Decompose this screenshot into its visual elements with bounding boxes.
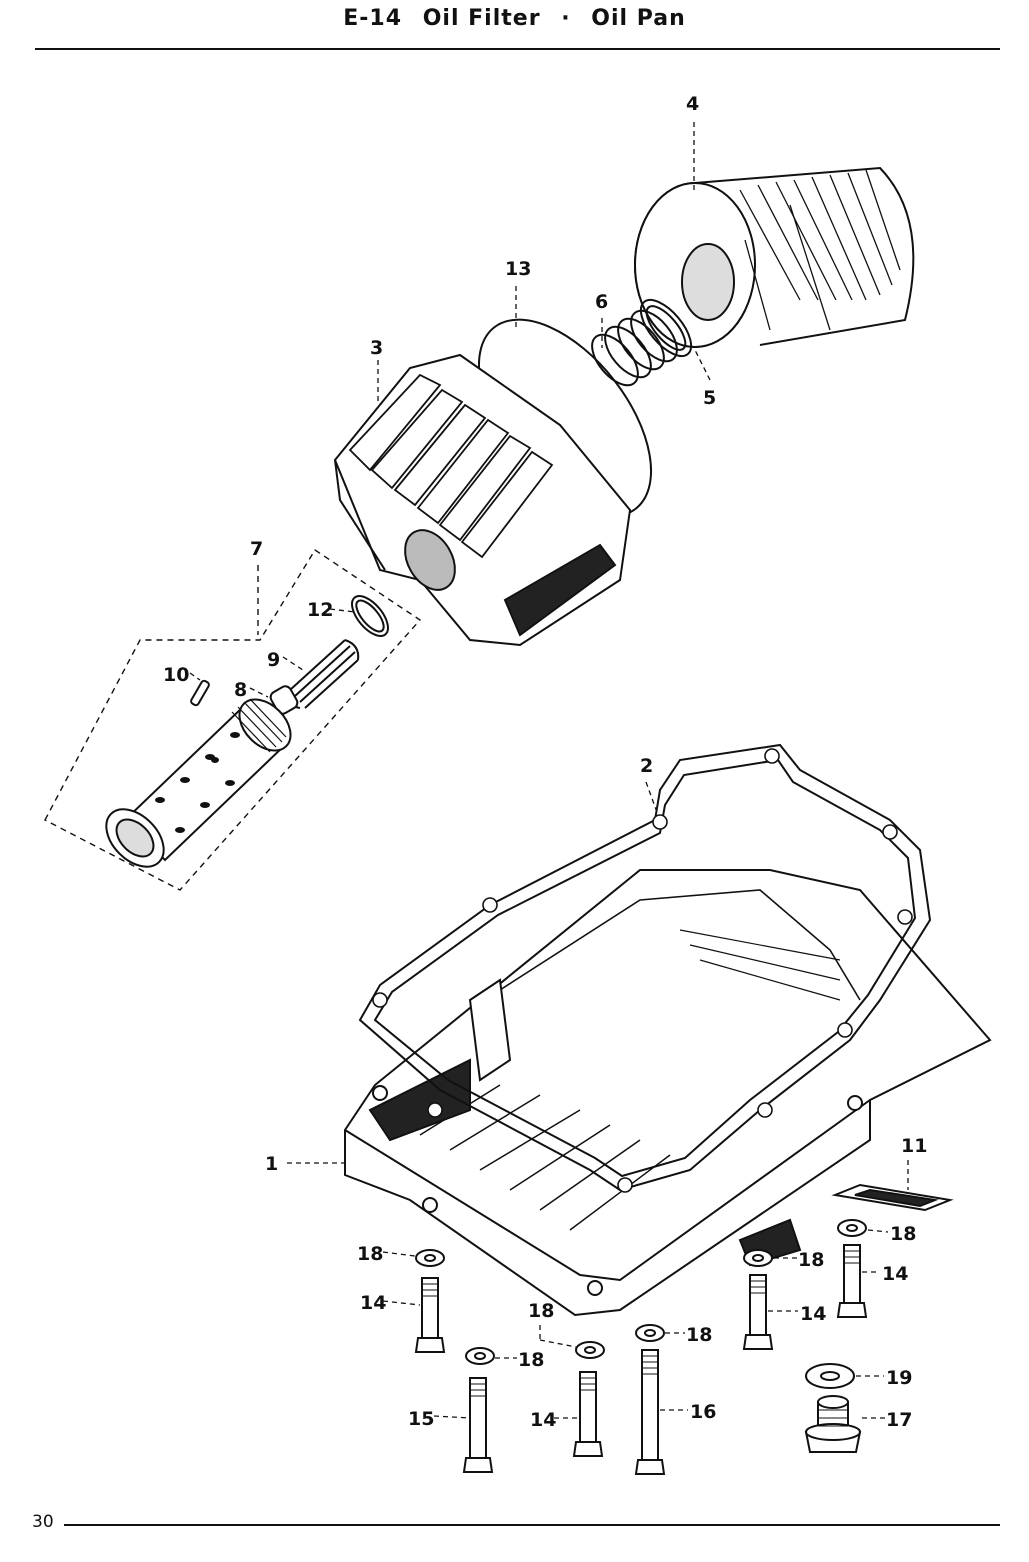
callout-labels: 4 13 6 5 3 7 12 9 8 10 2 1 11 18 14 18 1… <box>163 93 927 1431</box>
callout-18-mid: 18 <box>798 1249 824 1271</box>
callout-10: 10 <box>163 664 189 686</box>
filter-spring <box>591 309 678 387</box>
drain-plug <box>804 1395 862 1453</box>
callout-17: 17 <box>886 1409 912 1431</box>
oil-filter-element <box>634 166 915 348</box>
relief-spring <box>286 639 360 709</box>
oil-pan <box>344 869 992 1317</box>
filter-center-bolt <box>105 698 292 868</box>
callout-1: 1 <box>265 1153 278 1175</box>
bolts <box>414 1244 868 1475</box>
callout-7: 7 <box>250 538 263 560</box>
header-rule <box>35 48 1000 50</box>
callout-14-lower: 14 <box>530 1409 556 1431</box>
title-part-1: Oil Filter <box>422 6 541 31</box>
callout-14-mid: 14 <box>800 1303 826 1325</box>
callout-3: 3 <box>370 337 383 359</box>
callout-6: 6 <box>595 291 608 313</box>
filter-washer <box>639 298 693 358</box>
callout-18-right: 18 <box>890 1223 916 1245</box>
callout-18-center: 18 <box>528 1300 554 1322</box>
callout-2: 2 <box>640 755 653 777</box>
page-number: 30 <box>32 1512 54 1532</box>
callout-18-lower-left: 18 <box>518 1349 544 1371</box>
footer-rule <box>64 1524 1000 1526</box>
leader-lines <box>189 122 909 1419</box>
section-code: E-14 <box>343 6 403 31</box>
page-title: E-14 Oil Filter · Oil Pan <box>0 6 1029 31</box>
title-separator: · <box>561 6 571 31</box>
callout-19: 19 <box>886 1367 912 1389</box>
callout-11: 11 <box>901 1135 927 1157</box>
o-ring-small <box>351 595 389 637</box>
oil-pan-plate <box>831 1183 954 1212</box>
callout-13: 13 <box>505 258 531 280</box>
pin <box>190 679 210 707</box>
callout-18-lower-right: 18 <box>686 1324 712 1346</box>
callout-4: 4 <box>686 93 699 115</box>
washers <box>415 1219 867 1389</box>
oil-filter-case <box>333 353 632 647</box>
oil-pan-gasket <box>358 743 932 1193</box>
callout-18-left: 18 <box>357 1243 383 1265</box>
callout-8: 8 <box>234 679 247 701</box>
relief-valve-assembly-outline <box>44 549 422 891</box>
title-part-2: Oil Pan <box>591 6 686 31</box>
callout-5: 5 <box>703 387 716 409</box>
callout-15: 15 <box>408 1408 434 1430</box>
callout-14-left: 14 <box>360 1292 386 1314</box>
callout-12: 12 <box>307 599 333 621</box>
callout-14-right: 14 <box>882 1263 908 1285</box>
callout-16: 16 <box>690 1401 716 1423</box>
callout-9: 9 <box>267 649 280 671</box>
